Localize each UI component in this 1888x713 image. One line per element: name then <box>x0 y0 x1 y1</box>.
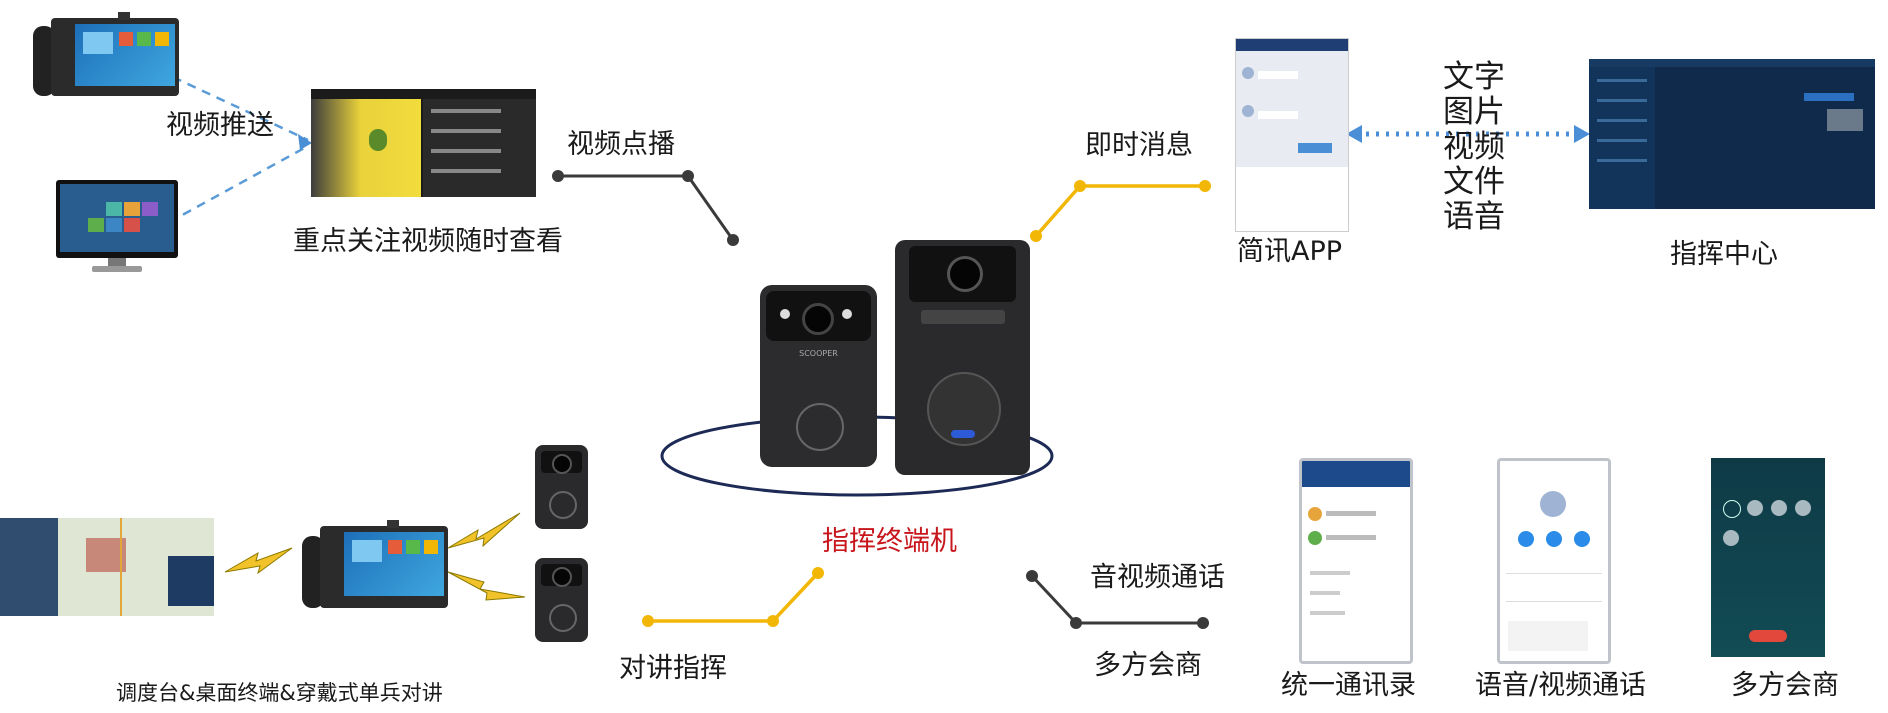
phone-contacts <box>1299 458 1413 664</box>
label-dispatch-desc: 调度台&桌面终端&穿戴式单兵对讲 <box>116 681 443 705</box>
body-camera-small: SCOOPER <box>760 285 877 467</box>
lightning-bolt-3 <box>447 571 526 601</box>
connector-instant-msg <box>1034 184 1205 238</box>
phone-multi-party <box>1711 458 1825 657</box>
dashed-arrow-bottom <box>154 144 309 232</box>
dispatch-map <box>0 518 214 616</box>
msg-type-image: 图片 <box>1443 94 1505 130</box>
label-multi-party-2: 多方会商 <box>1731 670 1839 701</box>
label-video-vod: 视频点播 <box>567 129 675 160</box>
label-command-center: 指挥中心 <box>1670 239 1778 270</box>
label-instant-msg: 即时消息 <box>1085 130 1193 161</box>
msg-type-video: 视频 <box>1443 129 1505 165</box>
desktop-monitor <box>56 180 178 274</box>
desk-phone-top <box>33 12 181 98</box>
phone-av-call <box>1497 458 1611 664</box>
msg-type-text: 文字 <box>1443 59 1505 95</box>
command-center-screenshot <box>1589 59 1875 209</box>
device-brand-text: SCOOPER <box>799 349 838 358</box>
label-key-video: 重点关注视频随时查看 <box>293 226 563 257</box>
label-unified-contacts: 统一通讯录 <box>1281 670 1416 701</box>
label-intercom: 对讲指挥 <box>619 653 727 684</box>
lightning-bolt-2 <box>447 512 521 549</box>
label-terminal: 指挥终端机 <box>822 526 957 557</box>
msg-type-file: 文件 <box>1443 164 1505 200</box>
label-voice-video-call: 语音/视频通话 <box>1475 670 1647 701</box>
wearable-cam-1 <box>535 445 588 529</box>
body-camera-large <box>895 240 1030 475</box>
wearable-cam-2 <box>535 558 588 642</box>
lightning-bolt-1 <box>224 547 293 575</box>
connector-intercom <box>648 571 820 623</box>
connector-video-vod <box>558 174 735 241</box>
label-video-push: 视频推送 <box>166 110 274 141</box>
label-jianxun-app: 简讯APP <box>1237 236 1343 267</box>
video-thumbnail <box>311 89 536 197</box>
msg-type-voice: 语音 <box>1443 199 1505 235</box>
arrowhead-video-push <box>298 134 312 150</box>
label-multi-party: 多方会商 <box>1094 650 1202 681</box>
desk-phone-bottom <box>302 520 450 612</box>
jianxun-app-screenshot <box>1235 38 1349 232</box>
label-av-call: 音视频通话 <box>1090 562 1225 593</box>
msg-types: 文字 图片 视频 文件 语音 <box>1443 60 1505 235</box>
